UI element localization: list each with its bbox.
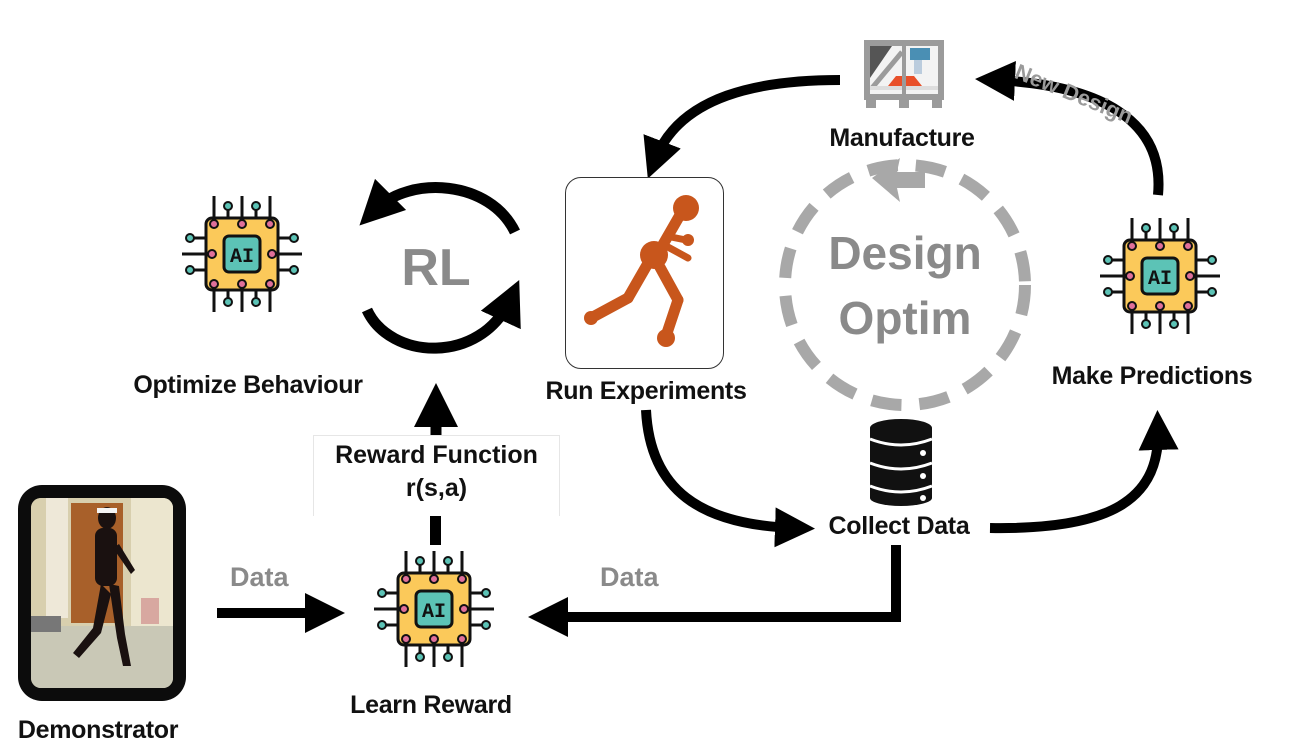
collected-data-label: Data — [600, 562, 659, 592]
demonstrator-label: Demonstrator — [17, 716, 179, 744]
new-design-arrow — [975, 60, 1164, 196]
reward-function-box: Reward Function r(s,a) — [313, 435, 560, 516]
make-predictions-ai-chip-icon: AI — [1100, 218, 1220, 334]
design-optim-label-line2: Optim — [838, 292, 972, 344]
demonstrator-photo — [31, 498, 173, 688]
optimize-behaviour-label: Optimize Behaviour — [133, 371, 363, 399]
learn-reward-label: Learn Reward — [350, 691, 512, 719]
make-predictions-label: Make Predictions — [1051, 362, 1253, 390]
run-experiments-label: Run Experiments — [545, 377, 747, 405]
database-icon — [869, 419, 933, 506]
collect-to-predictions-arrow — [989, 410, 1179, 534]
reward-function-label: Reward Function — [335, 441, 538, 469]
reward-stem-lower — [430, 515, 441, 545]
reward-function-formula: r(s,a) — [405, 474, 468, 502]
experiments-to-collect-arrow — [641, 409, 815, 548]
svg-text:AI: AI — [230, 246, 254, 269]
learn-reward-ai-chip-icon: AI — [374, 551, 494, 667]
humanoid-robot-image — [584, 195, 699, 347]
manufacture-to-experiments-arrow — [643, 75, 841, 179]
design-optim-label-line1: Design — [828, 227, 982, 279]
rl-loop-label: RL — [401, 239, 471, 297]
collect-data-label: Collect Data — [828, 512, 970, 540]
svg-text:AI: AI — [1148, 268, 1172, 291]
demonstrator-frame — [18, 485, 186, 701]
collect-to-learn-reward-arrow — [528, 545, 901, 637]
rl-bottom-arc-arrow — [362, 280, 521, 354]
optimize-behaviour-ai-chip-icon: AI — [182, 196, 302, 312]
design-optim-arrowhead — [872, 158, 925, 202]
manufacture-label: Manufacture — [829, 124, 975, 152]
run-experiments-simulation-frame — [565, 177, 724, 369]
3d-printer-icon — [864, 40, 944, 108]
demo-data-label: Data — [230, 562, 289, 592]
design-optim-dashed-loop — [779, 159, 1031, 411]
svg-text:AI: AI — [422, 601, 446, 624]
rl-top-arc-arrow — [359, 178, 520, 235]
